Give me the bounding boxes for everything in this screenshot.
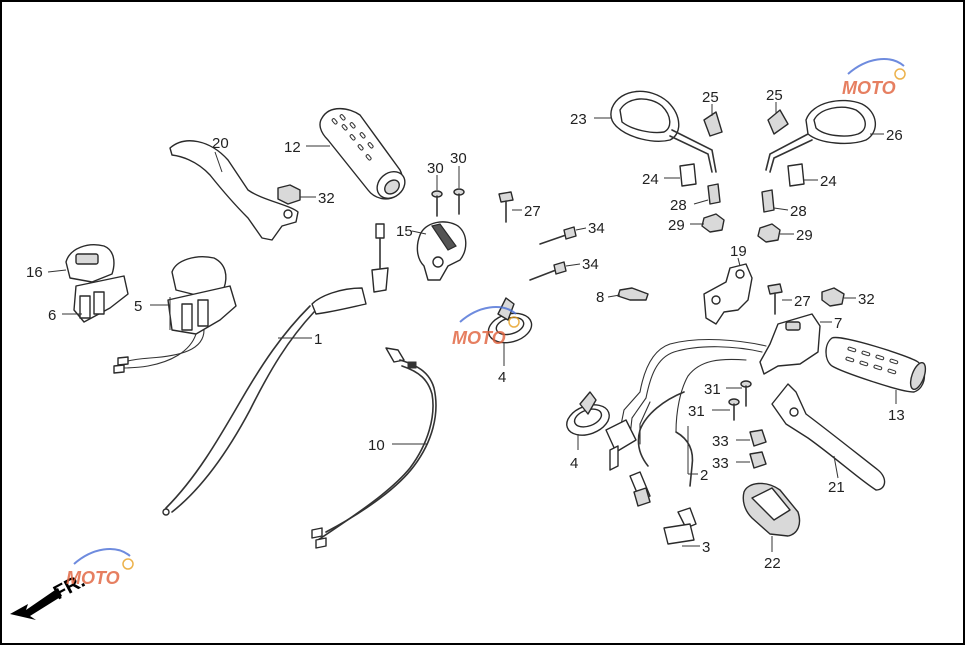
callout-32-right: 32 (858, 291, 875, 308)
callout-13: 13 (888, 407, 905, 424)
watermark-text-top: MOTO (842, 78, 896, 98)
callout-26: 26 (886, 127, 903, 144)
callout-33-lower: 33 (712, 455, 729, 472)
callout-5: 5 (134, 298, 142, 315)
cap-part-24-left (679, 163, 697, 187)
callout-28-left: 28 (670, 197, 687, 214)
watermark-logo-top-right: MOTO (842, 58, 906, 98)
callout-7: 7 (834, 315, 842, 332)
clamp-part-4-right (566, 391, 610, 436)
callout-22: 22 (764, 555, 781, 572)
callout-33-upper: 33 (712, 433, 729, 450)
callout-4-right: 4 (570, 455, 578, 472)
lever-cover-part-22 (742, 482, 801, 537)
callout-27-right: 27 (794, 293, 811, 310)
callout-30-right: 30 (450, 150, 467, 167)
callout-4-center: 4 (498, 369, 506, 386)
mirror-part-23 (610, 90, 717, 173)
callout-28-right: 28 (790, 203, 807, 220)
right-grip-part (825, 336, 927, 393)
callout-6: 6 (48, 307, 56, 324)
cable-part-10 (311, 347, 437, 549)
callout-34-lower: 34 (582, 256, 599, 273)
nut-part-29-left (701, 213, 725, 233)
callout-20: 20 (212, 135, 229, 152)
harness-part-2 (605, 391, 694, 507)
callout-34-upper: 34 (588, 220, 605, 237)
small-part-8 (617, 287, 649, 301)
callout-23: 23 (570, 111, 587, 128)
callout-30-left: 30 (427, 160, 444, 177)
bracket-part-19 (703, 263, 753, 325)
throttle-cable-part (162, 223, 389, 516)
left-grip-part (319, 107, 406, 200)
callout-19: 19 (730, 243, 747, 260)
callout-29-right: 29 (796, 227, 813, 244)
cap-part-24-right (787, 163, 805, 187)
callout-1: 1 (314, 331, 322, 348)
callout-27-center: 27 (524, 203, 541, 220)
callout-24-left: 24 (642, 171, 659, 188)
throttle-housing-part (416, 221, 467, 281)
callout-2: 2 (700, 467, 708, 484)
callout-31-upper: 31 (704, 381, 721, 398)
mirror-part-26 (765, 99, 876, 173)
watermark-text-bottom: MOTO (66, 568, 120, 588)
callout-25-right: 25 (766, 87, 783, 104)
callout-24-right: 24 (820, 173, 837, 190)
brake-lever-part (771, 383, 886, 491)
clutch-lever-part (169, 140, 299, 241)
callout-8: 8 (596, 289, 604, 306)
bolt-part-27-right (767, 283, 783, 315)
callout-21: 21 (828, 479, 845, 496)
watermark-logo-bottom-left: MOTO (66, 548, 134, 588)
bolt-part-27-center (498, 191, 514, 223)
callout-12: 12 (284, 139, 301, 156)
callout-16: 16 (26, 264, 43, 281)
nut-part-29-right (757, 223, 781, 243)
nut-part-right (821, 287, 845, 307)
screw-part-30b (453, 188, 465, 215)
switch-housing-part-6 (73, 275, 129, 323)
switch-housing-part-16 (65, 244, 115, 283)
callout-25-left: 25 (702, 89, 719, 106)
adapter-part-28-right (761, 189, 775, 213)
callout-15: 15 (396, 223, 413, 240)
watermark-logo-center: MOTO (452, 306, 520, 348)
nut-part-left (277, 184, 301, 205)
cap-part-33-upper (749, 429, 767, 447)
switch-assembly-part-5 (113, 256, 237, 374)
callout-31-lower: 31 (688, 403, 705, 420)
screw-part-34b (529, 261, 567, 281)
screw-part-31-lower (728, 398, 740, 421)
boot-part-3 (663, 507, 697, 545)
callout-3: 3 (702, 539, 710, 556)
cap-part-33-lower (749, 451, 767, 469)
screw-part-30a (431, 190, 443, 217)
callout-32-left: 32 (318, 190, 335, 207)
callout-10: 10 (368, 437, 385, 454)
screw-part-31-upper (740, 380, 752, 407)
callout-29-left: 29 (668, 217, 685, 234)
watermark-text-center: MOTO (452, 328, 506, 348)
screw-part-34a (539, 226, 577, 245)
switch-block-part-7 (619, 313, 821, 445)
adapter-part-28-left (707, 183, 721, 205)
